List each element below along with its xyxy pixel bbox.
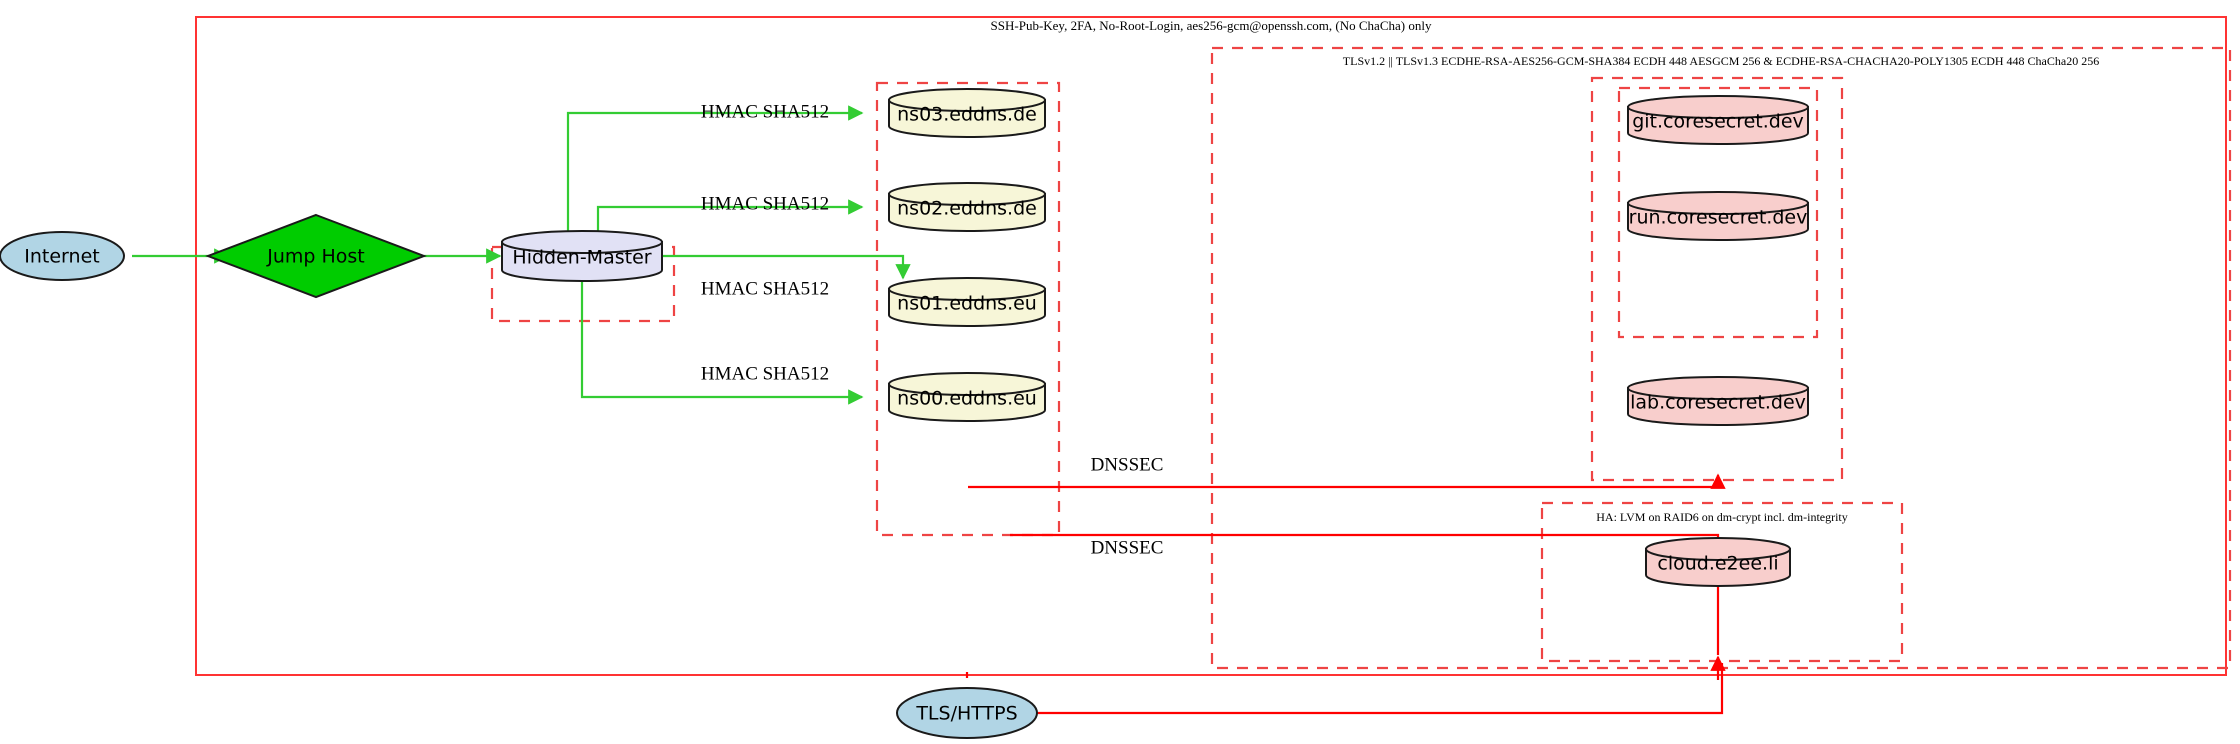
node-ns03[interactable]: ns03.eddns.de (888, 88, 1046, 138)
edge-label-hmac-ns02: HMAC SHA512 (701, 193, 829, 214)
edge-hidden-master-to-ns00 (580, 282, 864, 405)
cluster-ha-zone-border (1540, 501, 1904, 663)
cluster-coresecret-zone (1590, 76, 1844, 482)
node-hidden-master-top (501, 230, 663, 254)
node-ns01[interactable]: ns01.eddns.eu (888, 277, 1046, 327)
cluster-ha-zone-label: HA: LVM on RAID6 on dm-crypt incl. dm-in… (1596, 510, 1848, 524)
node-ns03-top (888, 88, 1046, 112)
cluster-tls-zone-label: TLSv1.2 || TLSv1.3 ECDHE-RSA-AES256-GCM-… (1343, 54, 2099, 68)
node-ns01-top (888, 277, 1046, 301)
edge-label-dnssec-upper: DNSSEC (1091, 454, 1164, 475)
edge-labels-green: HMAC SHA512 HMAC SHA512 HMAC SHA512 HMAC… (701, 101, 829, 384)
edge-label-hmac-ns01: HMAC SHA512 (701, 278, 829, 299)
node-ns02-label: ns02.eddns.de (897, 198, 1037, 220)
node-cloud-e2ee-top (1645, 537, 1791, 561)
cluster-ha-zone: HA: LVM on RAID6 on dm-crypt incl. dm-in… (1540, 501, 1904, 663)
node-tls-https-shape[interactable] (896, 687, 1038, 739)
edge-label-dnssec-lower: DNSSEC (1091, 537, 1164, 558)
edge-dnssec-to-coresecret (968, 473, 1726, 489)
node-hidden-master[interactable]: Hidden-Master (501, 230, 663, 282)
node-cloud-e2ee[interactable]: cloud.e2ee.li (1645, 537, 1791, 587)
edge-tls-https-to-coresecret (1037, 663, 1724, 715)
node-internet-shape[interactable] (0, 231, 125, 281)
node-run-coresecret[interactable]: run.coresecret.dev (1627, 191, 1809, 241)
node-ns03-label: ns03.eddns.de (897, 104, 1037, 126)
node-ns02-top (888, 182, 1046, 206)
cluster-coresecret-border (1590, 76, 1844, 482)
node-lab-coresecret[interactable]: lab.coresecret.dev (1627, 376, 1809, 426)
node-run-coresecret-top (1627, 191, 1809, 215)
node-ns01-label: ns01.eddns.eu (897, 293, 1037, 315)
node-lab-coresecret-top (1627, 376, 1809, 400)
edge-hidden-master-to-ns03 (566, 105, 864, 240)
node-jump-host-label: Jump Host (266, 246, 365, 268)
node-hidden-master-label: Hidden-Master (512, 247, 651, 269)
node-git-coresecret-top (1627, 95, 1809, 119)
node-jump-host-shape[interactable] (205, 213, 427, 299)
edge-hidden-master-to-ns01 (662, 254, 911, 280)
node-internet-label: Internet (24, 246, 99, 268)
node-ns00[interactable]: ns00.eddns.eu (888, 372, 1046, 422)
node-tls-https-label: TLS/HTTPS (915, 703, 1017, 725)
node-jump-host[interactable]: Jump Host (205, 213, 427, 299)
cluster-ssh-zone-border (195, 16, 2227, 676)
edge-label-hmac-ns03: HMAC SHA512 (701, 101, 829, 122)
cluster-coresecret-inner-border (1617, 86, 1819, 339)
node-ns00-top (888, 372, 1046, 396)
cluster-ssh-zone-label: SSH-Pub-Key, 2FA, No-Root-Login, aes256-… (991, 18, 1432, 33)
node-internet[interactable]: Internet (0, 231, 125, 281)
edge-dnssec-to-cloud-run (1010, 533, 1720, 655)
edge-labels-red: DNSSEC DNSSEC (1091, 454, 1164, 558)
node-run-coresecret-label: run.coresecret.dev (1629, 207, 1808, 229)
edge-label-hmac-ns00: HMAC SHA512 (701, 363, 829, 384)
node-lab-coresecret-label: lab.coresecret.dev (1630, 392, 1806, 414)
node-cloud-e2ee-label: cloud.e2ee.li (1657, 553, 1778, 575)
cluster-coresecret-inner-zone (1617, 86, 1819, 339)
edge-hidden-master-to-ns02 (596, 199, 864, 240)
node-tls-https[interactable]: TLS/HTTPS (896, 687, 1038, 739)
node-git-coresecret-label: git.coresecret.dev (1632, 111, 1804, 133)
node-git-coresecret[interactable]: git.coresecret.dev (1627, 95, 1809, 145)
cluster-ssh-zone: SSH-Pub-Key, 2FA, No-Root-Login, aes256-… (195, 16, 2227, 676)
node-ns02[interactable]: ns02.eddns.de (888, 182, 1046, 232)
cluster-dns-zone-border (875, 81, 1061, 537)
cluster-dns-zone (875, 81, 1061, 537)
edges-red-layer (965, 473, 1726, 715)
node-ns00-label: ns00.eddns.eu (897, 388, 1037, 410)
